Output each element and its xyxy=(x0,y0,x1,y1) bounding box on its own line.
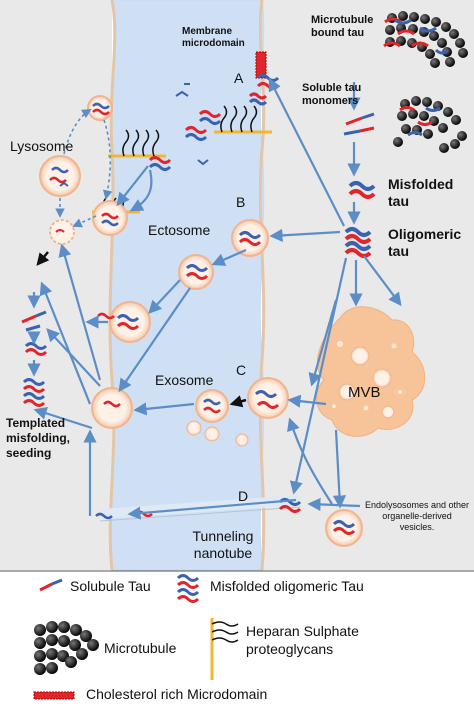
exosome-small xyxy=(235,433,249,447)
label-tunneling-nanotube: Tunneling nanotube xyxy=(192,528,254,561)
label-mvb: MVB xyxy=(348,384,381,401)
legend-cholesterol-icon xyxy=(33,691,75,700)
step-label-d: D xyxy=(238,488,249,504)
endolysosome-vesicle xyxy=(325,509,363,547)
ectosome-budding xyxy=(231,219,269,257)
legend-microtubule-icon xyxy=(34,621,99,675)
legend-misfolded-tau-label: Misfolded oligomeric Tau xyxy=(210,578,364,594)
pathway-arrows xyxy=(27,77,402,520)
label-lysosome: Lysosome xyxy=(10,138,74,154)
exosome-small xyxy=(186,420,202,436)
lysosome-black-arrow xyxy=(36,251,50,266)
step-label-c: C xyxy=(236,362,247,378)
exosome-release-vesicle xyxy=(247,377,289,419)
step-label-a: A xyxy=(234,70,244,86)
label-templated-misfolding: Templated misfolding, seeding xyxy=(6,416,70,460)
soluble-tau-monomers xyxy=(343,112,375,136)
microtubule-bound-tau-bundle xyxy=(383,11,468,68)
ectosome-free xyxy=(178,254,214,290)
label-membrane-microdomain: Membrane microdomain xyxy=(182,26,245,49)
legend-microtubule-label: Microtubule xyxy=(104,640,177,656)
microtubule-fragment-bundle xyxy=(393,96,467,153)
step-label-b: B xyxy=(236,194,246,210)
cholesterol-microdomain xyxy=(255,51,267,79)
seeding-tau-stack xyxy=(21,310,48,407)
heparan-proteoglycan-right xyxy=(184,105,272,141)
heparan-proteoglycan-left xyxy=(108,129,172,171)
lysosome-arrows xyxy=(55,109,113,228)
legend-heparan-label: Heparan Sulphate proteoglycans xyxy=(246,623,359,657)
oligomeric-tau-glyph xyxy=(344,227,372,258)
legend-soluble-tau-label: Solubule Tau xyxy=(70,578,151,594)
label-oligomeric-tau: Oligomeric tau xyxy=(388,226,462,259)
mvb-vesicle xyxy=(372,368,392,388)
lysosome-body xyxy=(39,155,81,197)
label-ectosome: Ectosome xyxy=(148,222,211,238)
label-exosome: Exosome xyxy=(155,372,214,388)
mvb-body xyxy=(316,306,426,437)
dotted-vesicle xyxy=(49,219,75,245)
mvb-vesicle xyxy=(338,383,356,401)
endocytic-vesicle xyxy=(92,200,128,236)
exosome-fusion-left xyxy=(91,387,133,429)
left-cell-cytoplasm xyxy=(0,0,112,570)
label-soluble-tau-monomers: Soluble tau monomers xyxy=(302,82,362,107)
label-endolysosomes: Endolysosomes and other organelle-derive… xyxy=(364,500,470,532)
mvb-vesicle xyxy=(381,405,395,419)
extracellular-tau-fragments xyxy=(175,83,222,166)
legend-cholesterol-label: Cholesterol rich Microdomain xyxy=(86,686,268,702)
exosome-cluster xyxy=(195,389,229,423)
label-microtubule-bound-tau: Microtubule bound tau xyxy=(311,14,374,39)
exosome-small xyxy=(204,426,220,442)
legend-misfolded-tau-icon xyxy=(176,574,200,603)
mvb-vesicle xyxy=(350,346,370,366)
left-membrane xyxy=(108,0,117,571)
exosome-black-arrow xyxy=(229,395,247,408)
misfolded-tau-glyph xyxy=(348,181,376,199)
ectosome-fusion xyxy=(109,301,151,343)
legend-heparan-icon xyxy=(210,618,239,680)
label-misfolded-tau: Misfolded tau xyxy=(388,176,454,209)
legend-soluble-tau-icon xyxy=(39,578,63,592)
